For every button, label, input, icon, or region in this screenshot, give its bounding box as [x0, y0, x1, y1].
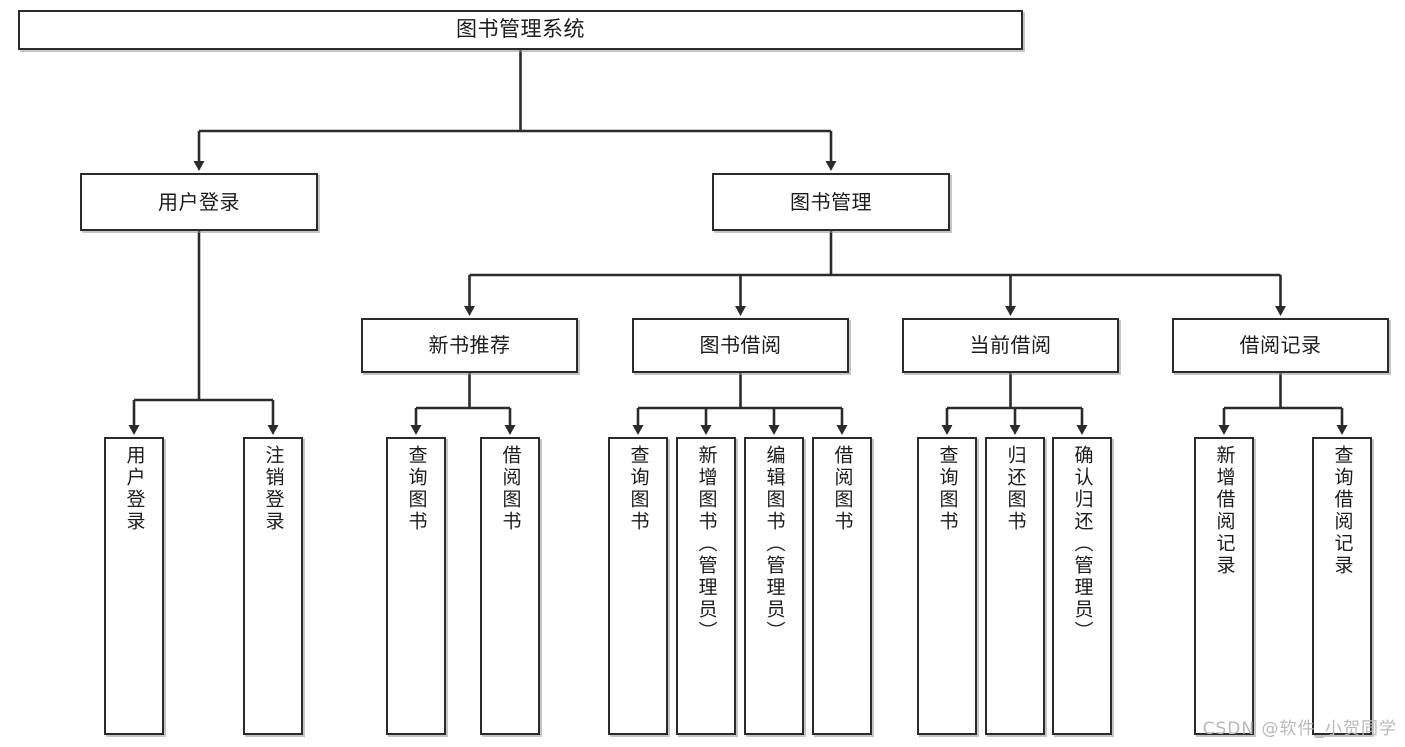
- node-borrow-record[interactable]: 借阅记录: [1172, 318, 1389, 373]
- node-label: 借阅图书: [831, 445, 854, 533]
- node-current-borrow[interactable]: 当前借阅: [902, 318, 1119, 373]
- node-label: 编辑图书（管理员）: [763, 445, 786, 643]
- node-leaf-query-book-1[interactable]: 查询图书: [386, 437, 446, 735]
- node-book-borrow[interactable]: 图书借阅: [632, 318, 849, 373]
- node-label: 借阅图书: [499, 445, 522, 533]
- node-leaf-add-book[interactable]: 新增图书（管理员）: [676, 437, 736, 735]
- node-label: 新增借阅记录: [1213, 445, 1236, 577]
- node-new-book-rec[interactable]: 新书推荐: [361, 318, 578, 373]
- node-leaf-return-book[interactable]: 归还图书: [985, 437, 1045, 735]
- node-label: 图书管理: [790, 189, 872, 214]
- node-leaf-borrow-book-2[interactable]: 借阅图书: [812, 437, 872, 735]
- node-leaf-edit-book[interactable]: 编辑图书（管理员）: [744, 437, 804, 735]
- node-leaf-user-logout[interactable]: 注销登录: [243, 437, 303, 735]
- node-label: 确认归还（管理员）: [1071, 445, 1094, 643]
- node-book-manage[interactable]: 图书管理: [712, 173, 950, 231]
- node-leaf-confirm-return[interactable]: 确认归还（管理员）: [1052, 437, 1112, 735]
- node-label: 注销登录: [262, 445, 285, 533]
- node-label: 查询借阅记录: [1331, 445, 1354, 577]
- node-leaf-query-record[interactable]: 查询借阅记录: [1312, 437, 1372, 735]
- node-leaf-add-record[interactable]: 新增借阅记录: [1194, 437, 1254, 735]
- node-label: 用户登录: [123, 445, 146, 533]
- node-label: 当前借阅: [969, 333, 1052, 358]
- node-leaf-user-login[interactable]: 用户登录: [104, 437, 164, 735]
- node-label: 图书借阅: [699, 333, 782, 358]
- node-label: 查询图书: [936, 445, 959, 533]
- node-label: 归还图书: [1004, 445, 1027, 533]
- node-leaf-query-book-2[interactable]: 查询图书: [608, 437, 668, 735]
- node-label: 图书管理系统: [456, 17, 585, 42]
- node-label: 新书推荐: [428, 333, 511, 358]
- node-user-login[interactable]: 用户登录: [80, 173, 318, 231]
- node-leaf-borrow-book-1[interactable]: 借阅图书: [480, 437, 540, 735]
- watermark-label: CSDN @软件_小贺同学: [1202, 719, 1397, 739]
- node-label: 借阅记录: [1239, 333, 1322, 358]
- node-label: 查询图书: [405, 445, 428, 533]
- node-label: 查询图书: [627, 445, 650, 533]
- node-label: 新增图书（管理员）: [695, 445, 718, 643]
- node-label: 用户登录: [158, 189, 240, 214]
- node-root[interactable]: 图书管理系统: [18, 10, 1023, 50]
- node-leaf-query-book-3[interactable]: 查询图书: [917, 437, 977, 735]
